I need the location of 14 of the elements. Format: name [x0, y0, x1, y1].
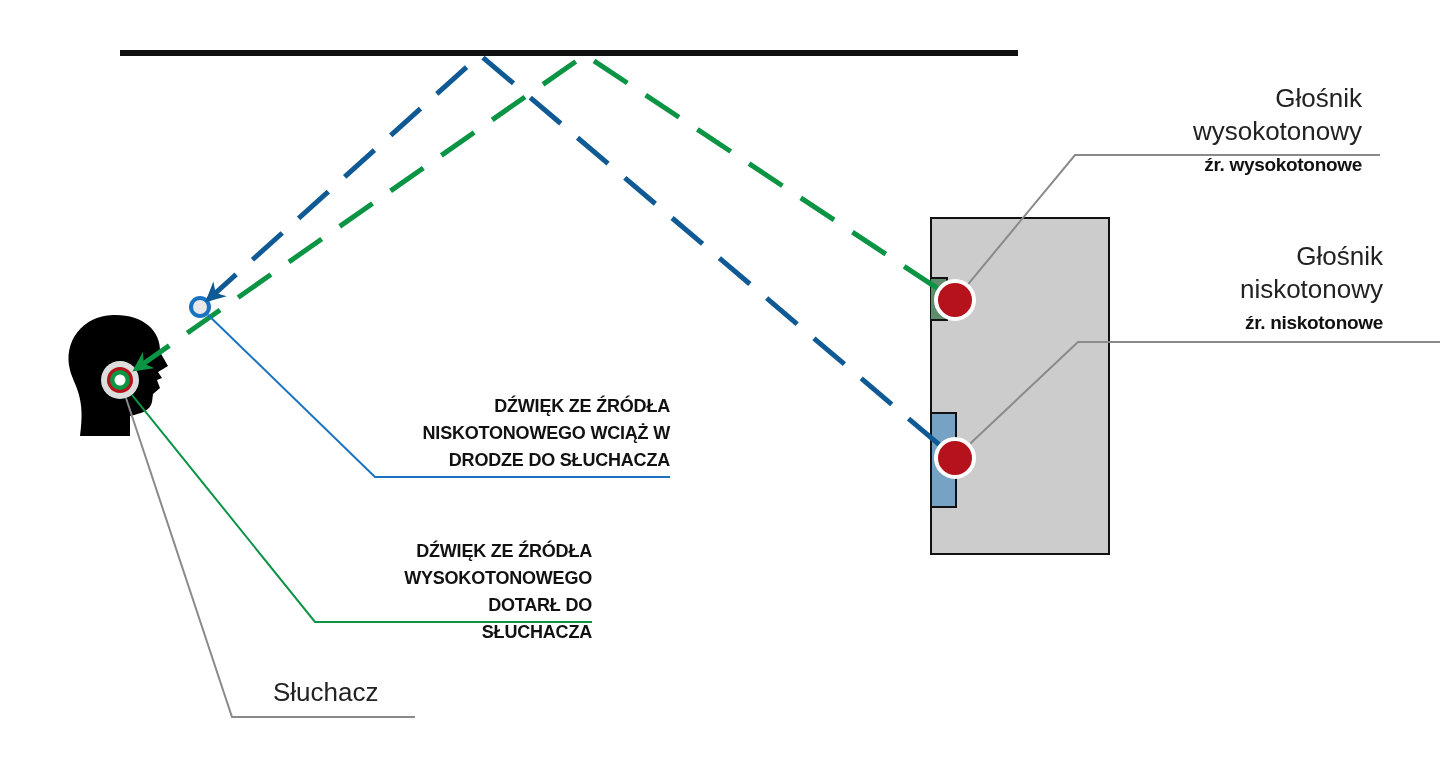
callout-note: DŹWIĘK ZE ŹRÓDŁA WYSOKOTONOWEGO DOTARŁ DO SŁUCHACZA — [403, 539, 592, 644]
ear-target-icon — [101, 361, 139, 399]
leader-line — [130, 393, 593, 623]
leader-line — [206, 313, 671, 478]
sound-wave-marker — [189, 296, 211, 318]
callout-subtitle: źr. niskotonowe — [1243, 312, 1383, 334]
leader-line — [969, 341, 1440, 445]
callout-note: DŹWIĘK ZE ŹRÓDŁA NISKOTONOWEGO WCIĄŻ W DRODZE DO SŁUCHACZA — [421, 394, 670, 472]
callout-title: Słuchacz — [273, 676, 380, 709]
callout-title: Głośnik niskotonowy — [1238, 240, 1383, 306]
callout-subtitle: źr. wysokotonowe — [1203, 154, 1362, 176]
leader-line — [125, 397, 416, 718]
callout-title: Głośnik wysokotonowy — [1191, 82, 1362, 148]
leader-line — [967, 154, 1381, 285]
